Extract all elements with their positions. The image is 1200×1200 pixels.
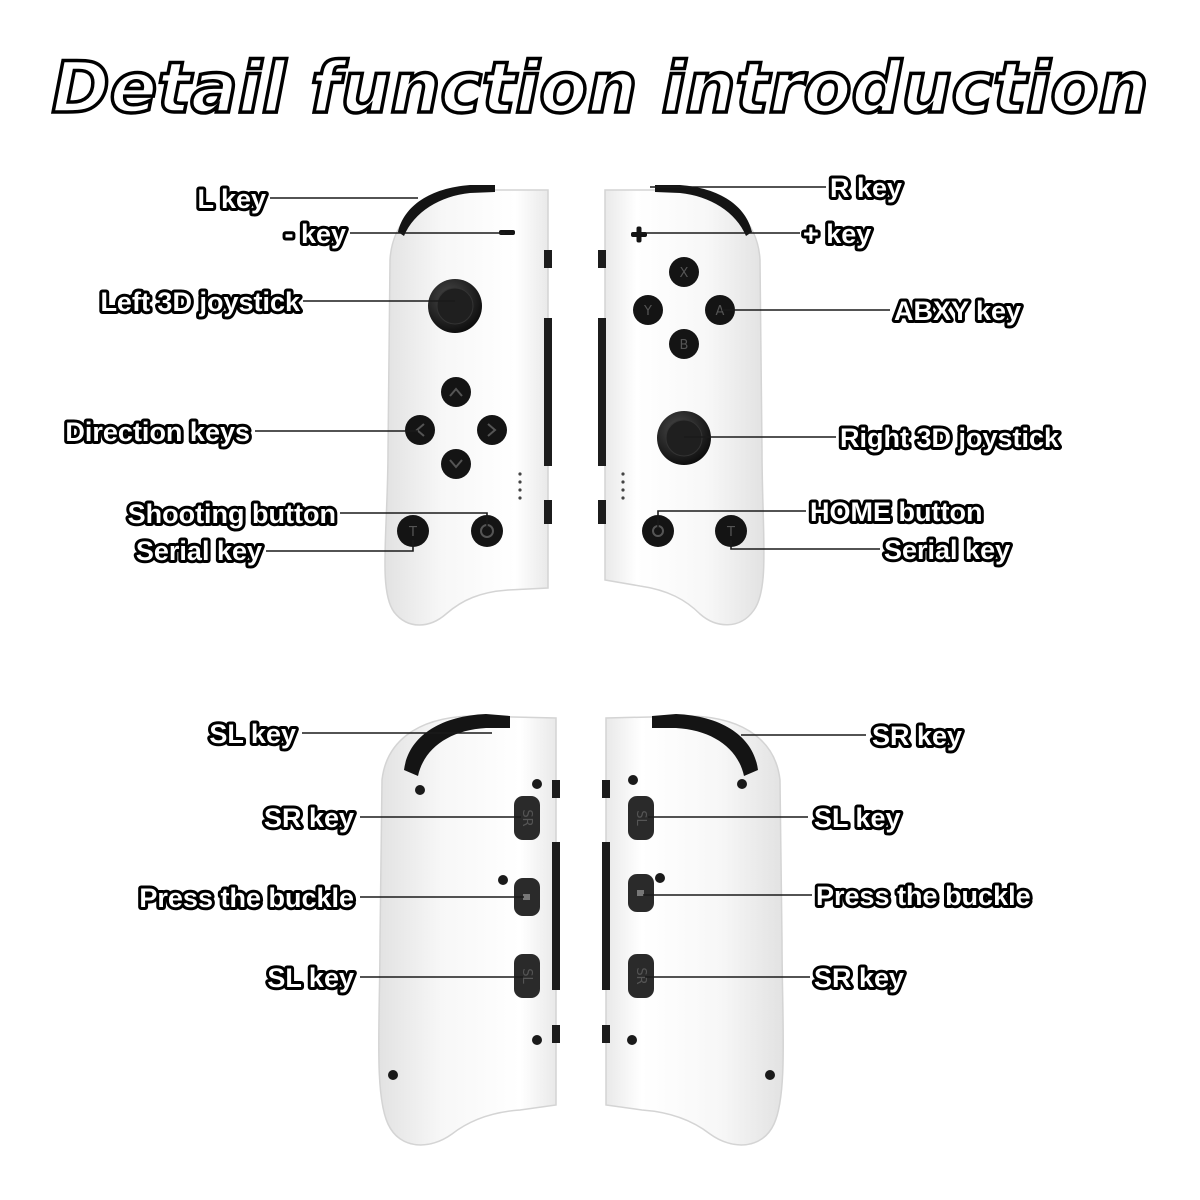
svg-text:T: T [726, 525, 735, 540]
label-plus-key: + key [803, 219, 871, 249]
back-right-buckle[interactable] [628, 874, 654, 912]
back-right-controller: SL SR [602, 714, 785, 1146]
screw-hole [498, 875, 508, 885]
screw-hole [388, 1070, 398, 1080]
r-bumper [655, 185, 752, 236]
turbo-right-icon[interactable]: T [715, 515, 747, 547]
label-sr-key-right: SR key [814, 963, 904, 993]
screw-hole [627, 1035, 637, 1045]
label-sr-key-left: SR key [264, 803, 354, 833]
label-sr-key-top-right: SR key [872, 721, 962, 751]
back-right-slot-c [602, 1025, 610, 1043]
screw-hole [765, 1070, 775, 1080]
label-right-joystick: Right 3D joystick [840, 423, 1060, 453]
left-controller-shell [384, 189, 549, 626]
label-l-key: L key [197, 184, 266, 214]
back-right-bumper [652, 714, 758, 776]
front-right-controller: X Y A B T [598, 185, 765, 626]
svg-text:SL: SL [519, 968, 534, 984]
left-rail-slot-top [544, 250, 552, 268]
back-left-sl-button[interactable]: SL [514, 954, 540, 998]
back-left-slot-c [552, 1025, 560, 1043]
back-right-slot-a [602, 780, 610, 798]
svg-text:Y: Y [643, 304, 652, 319]
label-left-joystick: Left 3D joystick [100, 287, 301, 317]
right-rail-slot-mid [598, 318, 606, 466]
front-labels: L key - key Left 3D joystick Direction k… [62, 170, 1063, 569]
front-left-controller: T [384, 185, 552, 626]
right-led-indicators [621, 472, 625, 500]
right-rail-slot-bottom [598, 500, 606, 524]
right-joystick-icon[interactable] [657, 411, 711, 465]
left-rail-slot-mid [544, 318, 552, 466]
back-left-buckle[interactable] [514, 878, 540, 916]
left-joystick-icon[interactable] [428, 279, 482, 333]
back-right-sr-button[interactable]: SR [628, 954, 654, 998]
right-controller-shell [604, 189, 765, 626]
abxy-icon[interactable]: X Y A B [633, 257, 735, 359]
back-right-sl-button[interactable]: SL [628, 796, 654, 840]
back-right-slot-b [602, 842, 610, 990]
svg-text:SL: SL [633, 810, 648, 826]
left-led-indicators [518, 472, 522, 500]
back-left-bumper [404, 714, 510, 776]
left-rail-slot-bottom [544, 500, 552, 524]
back-labels: SL key SR key Press the buckle SL key SR… [136, 716, 1033, 996]
label-minus-key: - key [284, 219, 346, 249]
label-shooting-button: Shooting button [128, 499, 336, 529]
label-serial-key-left: Serial key [136, 536, 262, 566]
label-sl-key-top-left: SL key [209, 719, 296, 749]
dpad-icon[interactable] [405, 377, 507, 479]
page-title: Detail function introduction [52, 47, 1149, 129]
label-home-button: HOME button [810, 497, 982, 527]
screw-hole [628, 775, 638, 785]
screw-hole [532, 1035, 542, 1045]
label-sl-key-right: SL key [814, 803, 901, 833]
label-serial-key-right: Serial key [884, 535, 1010, 565]
svg-text:A: A [716, 304, 725, 319]
screw-hole [655, 873, 665, 883]
label-press-buckle-left: Press the buckle [139, 883, 354, 913]
svg-text:T: T [408, 525, 417, 540]
l-bumper [398, 185, 495, 236]
back-left-slot-b [552, 842, 560, 990]
screw-hole [532, 779, 542, 789]
leader-lines [255, 186, 890, 978]
svg-text:SR: SR [633, 967, 648, 984]
back-left-sr-button[interactable]: SR [514, 796, 540, 840]
back-left-slot-a [552, 780, 560, 798]
right-rail-slot-top [598, 250, 606, 268]
label-direction-keys: Direction keys [65, 417, 250, 447]
back-left-controller: SR SL [377, 714, 560, 1146]
screw-hole [737, 779, 747, 789]
back-left-shell [377, 715, 557, 1146]
svg-text:B: B [680, 338, 689, 353]
screw-hole [415, 785, 425, 795]
label-abxy-key: ABXY key [894, 296, 1021, 326]
svg-text:X: X [680, 266, 689, 281]
label-press-buckle-right: Press the buckle [816, 881, 1031, 911]
turbo-icon[interactable]: T [397, 515, 429, 547]
svg-text:SR: SR [519, 809, 534, 826]
label-sl-key-left: SL key [267, 963, 354, 993]
label-r-key: R key [830, 173, 902, 203]
